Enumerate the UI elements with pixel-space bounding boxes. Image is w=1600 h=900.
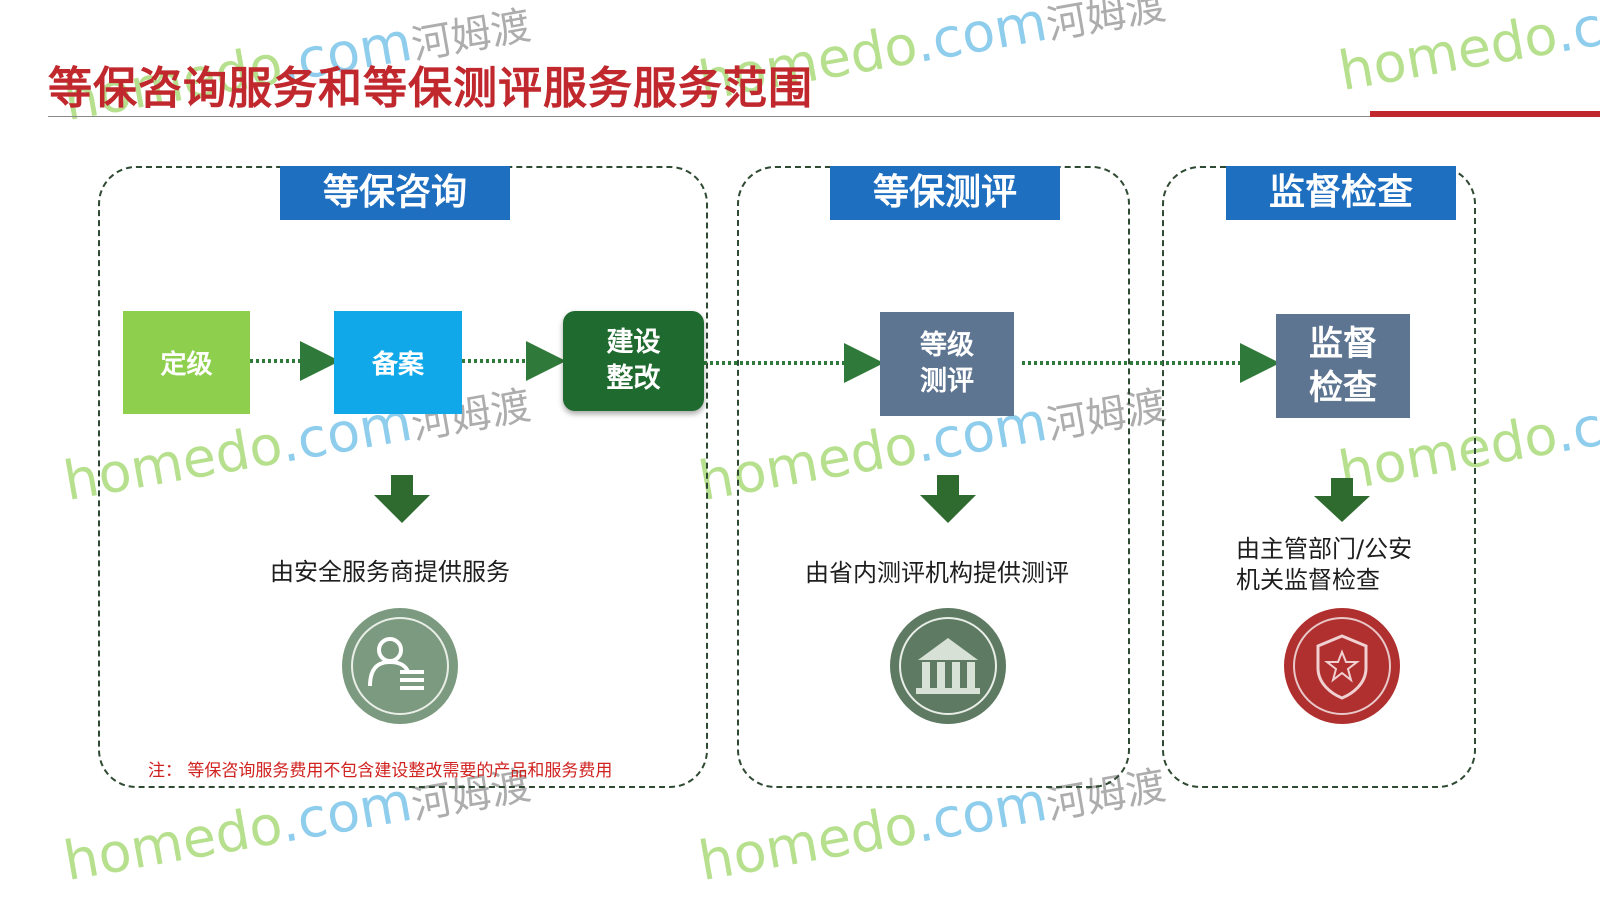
step-jianshe-label-2: 整改 xyxy=(606,363,661,394)
consulting-description: 由安全服务商提供服务 xyxy=(270,558,510,586)
page-title: 等保咨询服务和等保测评服务服务范围 xyxy=(48,63,813,114)
tab-evaluation: 等保测评 xyxy=(830,166,1060,220)
step-beian-label: 备案 xyxy=(371,350,424,380)
title-divider-accent xyxy=(1370,111,1600,117)
person-list-icon xyxy=(342,608,458,724)
step-dingji-label: 定级 xyxy=(160,350,213,380)
supervision-description-line-2: 机关监督检查 xyxy=(1236,566,1380,594)
step-jianshe: 建设 整改 xyxy=(563,311,704,411)
footnote: 注： 等保咨询服务费用不包含建设整改需要的产品和服务费用 xyxy=(148,761,613,781)
tab-supervision: 监督检查 xyxy=(1226,166,1456,220)
evaluation-description: 由省内测评机构提供测评 xyxy=(805,559,1069,587)
step-jiandu: 监督 检查 xyxy=(1276,314,1410,418)
supervision-description-line-1: 由主管部门/公安 xyxy=(1236,535,1413,563)
step-cepin-label-2: 测评 xyxy=(920,366,974,397)
step-jiandu-label-2: 检查 xyxy=(1309,368,1377,408)
step-jianshe-label-1: 建设 xyxy=(606,327,661,358)
tab-consulting: 等保咨询 xyxy=(280,166,510,220)
bank-building-icon xyxy=(890,608,1006,724)
down-arrow-icon xyxy=(1314,478,1370,522)
step-beian: 备案 xyxy=(334,311,462,414)
shield-star-icon xyxy=(1284,608,1400,724)
supervision-description: 由主管部门/公安 机关监督检查 xyxy=(1236,534,1412,596)
down-arrow-icon xyxy=(374,475,430,523)
title-divider xyxy=(48,116,1600,117)
step-jiandu-label-1: 监督 xyxy=(1309,324,1377,364)
step-cepin: 等级 测评 xyxy=(880,312,1014,416)
step-dingji: 定级 xyxy=(123,311,250,414)
step-cepin-label-1: 等级 xyxy=(920,330,974,361)
down-arrow-icon xyxy=(920,475,976,523)
